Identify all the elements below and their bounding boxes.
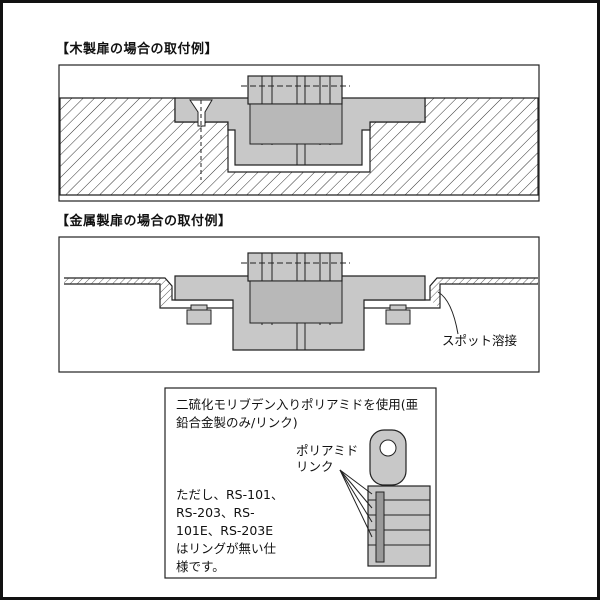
polyamide-label-1: ポリアミド [296,443,359,458]
spot-weld-label: スポット溶接 [442,333,518,348]
exception-line-3: 101E、RS-203E [176,523,274,538]
metal-nut-left [186,304,212,325]
wood-door-diagram [58,64,540,202]
exception-line-4: はリングが無い仕 [176,541,277,556]
wood-door-title: 【木製扉の場合の取付例】 [56,42,219,57]
wood-screw [189,99,213,180]
metal-nut-right [385,304,411,325]
metal-door-title: 【金属製扉の場合の取付例】 [56,214,232,229]
note-line-2: 鉛合金製のみ/リンク) [176,415,298,430]
link-illustration [339,429,431,567]
metal-door-diagram [58,236,540,373]
exception-line-1: ただし、RS-101、 [176,487,284,502]
wood-hinge-knuckles [241,75,350,165]
spot-weld-leader [437,291,459,335]
metal-hinge-knuckles [241,252,350,350]
exception-line-2: RS-203、RS- [176,505,255,520]
polyamide-label-2: リンク [296,459,334,474]
exception-line-5: 様です。 [176,559,225,574]
note-line-1: 二硫化モリブデン入りポリアミドを使用(亜 [176,397,419,412]
